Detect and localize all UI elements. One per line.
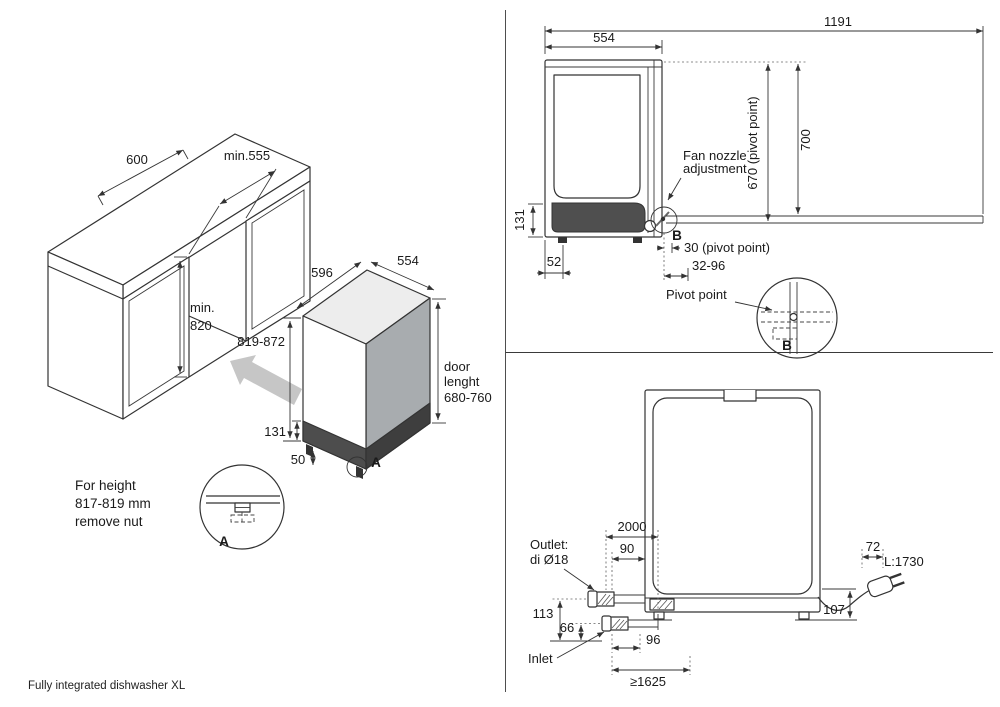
dim-52-label: 52	[547, 254, 561, 269]
dim-90: 90	[611, 541, 645, 590]
figure-caption: Fully integrated dishwasher XL	[28, 680, 186, 692]
power-cord	[817, 572, 905, 611]
fan-nozzle-label-1: Fan nozzle	[683, 148, 747, 163]
rear-right-foot	[798, 611, 810, 620]
dim-1191-label: 1191	[824, 14, 852, 29]
dim-554-iso: 554	[370, 253, 435, 291]
dim-700-label: 700	[798, 129, 813, 151]
inlet-hose	[601, 614, 659, 632]
machine-rear-view	[644, 389, 857, 621]
door-length-label-1: door	[444, 359, 471, 374]
detail-a-marker-label: A	[371, 455, 381, 470]
hose-min-length-label: ≥1625	[630, 674, 666, 689]
outlet-hose	[587, 590, 645, 608]
drain-pump	[649, 598, 675, 611]
rear-foot	[558, 237, 567, 243]
dim-30-label: 30 (pivot point)	[684, 240, 770, 255]
dim-50: 50	[291, 450, 316, 467]
dim-door-length: door lenght 680-760	[432, 298, 492, 424]
insertion-arrow	[230, 355, 302, 405]
dim-32-96: 32-96	[664, 258, 725, 281]
detail-circle-b: B	[756, 277, 838, 359]
top-notch	[723, 390, 757, 402]
pivot-point-dot	[660, 216, 666, 222]
dim-670-label: 670 (pivot point)	[745, 96, 760, 189]
height-note-line1: For height	[75, 478, 136, 493]
door-hinge-wheel	[643, 219, 657, 233]
dim-131-iso: 131	[264, 420, 301, 442]
dim-52: 52	[537, 240, 571, 279]
door-length-label-2: lenght	[444, 374, 480, 389]
dim-66: 66	[560, 620, 600, 640]
dim-min-555: min.555	[188, 148, 277, 255]
height-note: For height 817-819 mm remove nut	[75, 478, 151, 529]
pivot-point-label: Pivot point	[666, 287, 727, 302]
dim-2000-label: 2000	[618, 519, 647, 534]
dim-700: 700	[664, 61, 813, 214]
height-note-line2: 817-819 mm	[75, 496, 151, 511]
dim-554-side: 554	[545, 30, 663, 54]
dim-min-820: min. 820	[174, 256, 215, 378]
height-note-line3: remove nut	[75, 514, 143, 529]
pivot-axis	[789, 312, 798, 322]
outlet-label-1: Outlet:	[530, 537, 568, 552]
top-right-panel-side-view: 1191 554 700 670 (pivot point) 131	[512, 14, 984, 359]
front-foot-side	[633, 237, 642, 243]
dim-height-range-label: 819-872	[237, 334, 285, 349]
dim-96-label: 96	[646, 632, 660, 647]
dim-32-96-label: 32-96	[692, 258, 725, 273]
dim-107: 107	[822, 588, 856, 618]
dim-600: 600	[97, 149, 189, 206]
left-panel-isometric: 600 min.555 min. 820 596 554 819	[47, 133, 492, 550]
fan-nozzle-callout: Fan nozzle adjustment	[667, 148, 747, 201]
power-plug	[867, 572, 905, 598]
cord-length-label: L:1730	[884, 554, 924, 569]
detail-a-marker-circle	[346, 456, 368, 478]
pivot-point-callout: Pivot point	[666, 287, 773, 312]
dim-107-label: 107	[823, 602, 845, 617]
dim-554-iso-label: 554	[397, 253, 419, 268]
dim-min-820-label-2: 820	[190, 318, 212, 333]
dishwasher-box	[302, 269, 431, 479]
dim-min-820-label-1: min.	[190, 300, 215, 315]
inlet-label: Inlet	[528, 651, 553, 666]
dim-66-label: 66	[560, 620, 574, 635]
dim-131-side-label: 131	[512, 209, 527, 231]
bottom-right-panel-rear-view: 2000 90 72 L:1730 107 113	[528, 389, 924, 689]
dim-1191: 1191	[544, 14, 984, 214]
dim-131-iso-label: 131	[264, 424, 286, 439]
opening-interior-edge	[188, 315, 247, 342]
outlet-label-2: di Ø18	[530, 552, 568, 567]
machine-side-view	[544, 59, 678, 243]
dim-113: 113	[533, 598, 602, 642]
detail-circle-a: A	[199, 464, 285, 550]
dim-90-label: 90	[620, 541, 634, 556]
dim-131-side: 131	[512, 203, 543, 238]
dim-670: 670 (pivot point)	[745, 64, 771, 221]
dim-30-pivot: 30 (pivot point)	[657, 233, 770, 280]
dim-596: 596	[296, 261, 362, 309]
dim-72: 72	[861, 539, 884, 568]
dim-hose-min-length: ≥1625	[611, 656, 691, 689]
dim-596-label: 596	[311, 265, 333, 280]
dim-min-555-label: min.555	[224, 148, 270, 163]
detail-b-label: B	[782, 338, 792, 353]
dim-554-side-label: 554	[593, 30, 615, 45]
dim-113-label: 113	[533, 606, 554, 621]
door-length-label-3: 680-760	[444, 390, 492, 405]
pivot-marker-label: B	[672, 228, 682, 243]
open-door	[666, 215, 984, 224]
inlet-callout: Inlet	[528, 631, 605, 666]
outlet-callout: Outlet: di Ø18	[530, 537, 595, 591]
rear-left-foot	[653, 611, 665, 620]
dim-50-label: 50	[291, 452, 305, 467]
detail-a-label: A	[219, 534, 229, 549]
dim-96: 96	[611, 632, 660, 653]
dim-2000: 2000	[605, 519, 659, 612]
dim-72-label: 72	[866, 539, 880, 554]
fan-nozzle-label-2: adjustment	[683, 161, 747, 176]
dim-600-label: 600	[126, 152, 148, 167]
